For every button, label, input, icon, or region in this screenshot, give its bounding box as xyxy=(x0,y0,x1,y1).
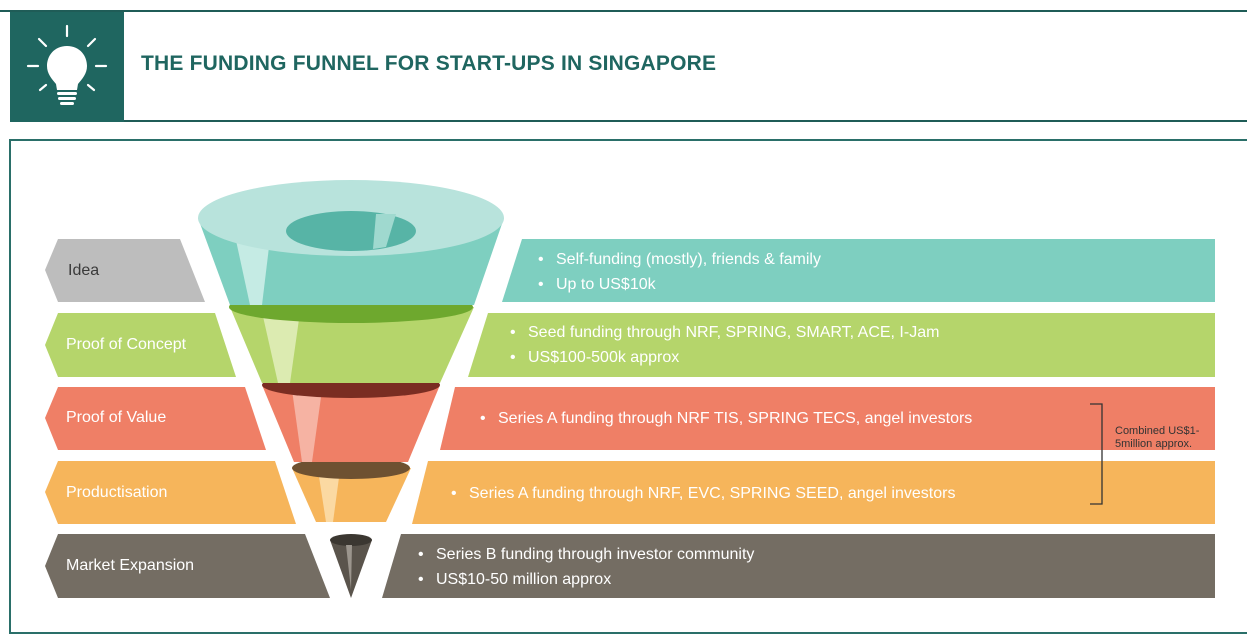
combined-bracket xyxy=(1090,403,1103,505)
list-item: US$100-500k approx xyxy=(510,345,939,370)
tag-idea xyxy=(45,239,205,302)
tag-proof-of-concept xyxy=(45,313,236,377)
tag-market-expansion xyxy=(45,534,330,598)
stage-label-market-expansion: Market Expansion xyxy=(66,557,195,574)
combined-funding-note: Combined US$1-5million approx. xyxy=(1115,425,1200,450)
stage-label-proof-of-concept: Proof of Concept xyxy=(66,336,187,353)
bullets-proof-of-concept: Seed funding through NRF, SPRING, SMART,… xyxy=(510,320,939,370)
header-rule xyxy=(124,120,1247,122)
funnel-tier-proof-of-value xyxy=(262,372,440,462)
tag-proof-of-value xyxy=(45,387,266,450)
list-item: Series A funding through NRF, EVC, SPRIN… xyxy=(451,481,955,506)
lightbulb-icon xyxy=(10,12,124,122)
funnel-tip xyxy=(330,534,372,598)
bullets-market-expansion: Series B funding through investor commun… xyxy=(418,542,754,592)
list-item: Self-funding (mostly), friends & family xyxy=(538,247,821,272)
bullets-proof-of-value: Series A funding through NRF TIS, SPRING… xyxy=(480,406,972,431)
page-title: THE FUNDING FUNNEL FOR START-UPS IN SING… xyxy=(141,52,717,75)
list-item: Seed funding through NRF, SPRING, SMART,… xyxy=(510,320,939,345)
list-item: US$10-50 million approx xyxy=(418,567,754,592)
funnel-tier-productisation xyxy=(292,457,411,522)
tag-productisation xyxy=(45,461,296,524)
stage-label-idea: Idea xyxy=(68,262,100,279)
list-item: Series A funding through NRF TIS, SPRING… xyxy=(480,406,972,431)
stage-label-productisation: Productisation xyxy=(66,484,168,501)
bullets-productisation: Series A funding through NRF, EVC, SPRIN… xyxy=(451,481,955,506)
list-item: Series B funding through investor commun… xyxy=(418,542,754,567)
stage-label-proof-of-value: Proof of Value xyxy=(66,409,167,426)
top-rule xyxy=(0,10,1247,12)
funnel-tier-idea xyxy=(198,180,504,305)
list-item: Up to US$10k xyxy=(538,272,821,297)
bullets-idea: Self-funding (mostly), friends & family … xyxy=(538,247,821,297)
